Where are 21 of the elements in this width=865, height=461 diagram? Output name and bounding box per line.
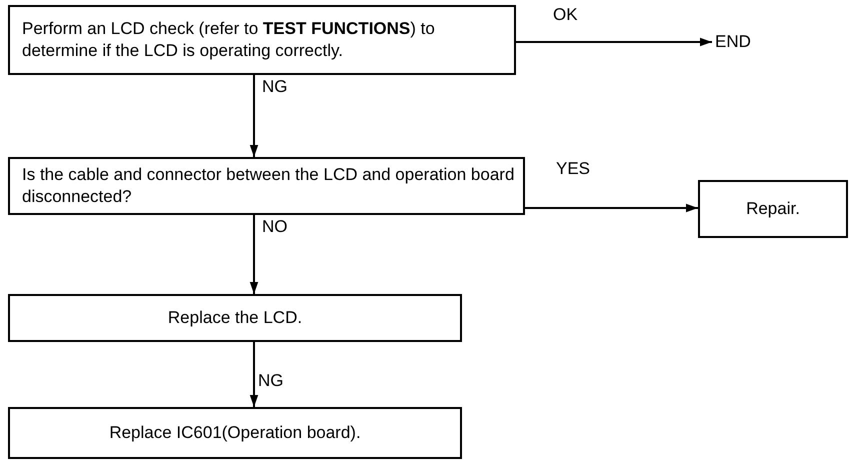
edge-label: OK: [553, 6, 578, 23]
process-box: [698, 180, 848, 238]
box-text: Perform an LCD check (refer to TEST FUNCTIONS) to determine if the LCD is operating correctly.: [22, 18, 436, 62]
arrow: [250, 215, 258, 294]
edge-label: NG: [258, 372, 284, 389]
box-text: Replace the LCD.: [168, 306, 302, 329]
arrow: [525, 204, 698, 212]
edge-label: NG: [262, 78, 288, 95]
process-box: [8, 407, 462, 459]
arrow: [250, 75, 258, 157]
box-text: Repair.: [746, 198, 800, 220]
box-text: Is the cable and connector between the LCD and operation board disconnected?: [22, 164, 516, 208]
process-box: [8, 294, 462, 342]
edge-label: NO: [262, 218, 288, 235]
box-text: Replace IC601(Operation board).: [109, 422, 361, 444]
arrow: [250, 342, 258, 407]
decision-box: [8, 157, 525, 215]
arrow: [516, 38, 712, 46]
end-label: END: [712, 31, 764, 53]
process-box: [8, 5, 516, 75]
edge-label: YES: [556, 160, 590, 177]
